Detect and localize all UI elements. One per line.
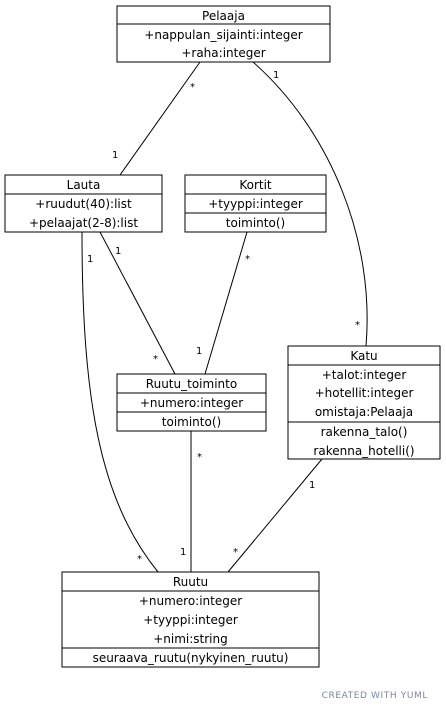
attribute: omistaja:Pelaaja — [315, 405, 413, 419]
class-name: Ruutu — [173, 575, 208, 589]
class-katu: Katu +talot:integer +hotellit:integer om… — [287, 345, 441, 460]
mult-pelaaja-lauta-from: * — [190, 82, 195, 93]
attribute: +ruudut(40):list — [35, 197, 132, 211]
mult-lauta-ruutu-toiminto-from: 1 — [115, 246, 121, 257]
class-name: Ruutu_toiminto — [146, 377, 237, 391]
attribute: +nimi:string — [153, 632, 228, 646]
mult-pelaaja-katu-to: * — [355, 320, 360, 331]
class-lauta: Lauta +ruudut(40):list +pelaajat(2-8):li… — [4, 174, 163, 233]
edge-pelaaja-katu — [252, 61, 368, 347]
class-name: Lauta — [67, 178, 101, 192]
mult-kortit-ruutu-toiminto-from: * — [245, 254, 250, 265]
class-kortit: Kortit +tyyppi:integer toiminto() — [184, 174, 327, 233]
class-ruutu: Ruutu +numero:integer +tyyppi:integer +n… — [61, 571, 320, 668]
attribute: +numero:integer — [139, 594, 242, 608]
class-pelaaja: Pelaaja +nappulan_sijainti:integer +raha… — [116, 5, 331, 63]
attribute: +numero:integer — [140, 396, 243, 410]
mult-katu-ruutu-to: * — [233, 547, 238, 558]
edge-kortit-ruutu-toiminto — [204, 231, 248, 375]
mult-lauta-ruutu-toiminto-to: * — [153, 354, 158, 365]
method: rakenna_talo() — [321, 425, 408, 439]
mult-ruutu-toiminto-ruutu-from: * — [197, 452, 202, 463]
class-name: Pelaaja — [202, 9, 245, 23]
mult-kortit-ruutu-toiminto-to: 1 — [196, 346, 202, 357]
edge-lauta-ruutu — [81, 231, 159, 573]
class-name: Kortit — [239, 178, 272, 192]
attribute: +raha:integer — [181, 46, 265, 60]
class-ruutu-toiminto: Ruutu_toiminto +numero:integer toiminto(… — [116, 373, 267, 432]
mult-lauta-ruutu-from: 1 — [87, 254, 93, 265]
method: seuraava_ruutu(nykyinen_ruutu) — [93, 651, 289, 665]
mult-pelaaja-lauta-to: 1 — [112, 150, 118, 161]
class-box — [116, 373, 267, 432]
edge-pelaaja-lauta — [119, 61, 201, 176]
mult-lauta-ruutu-to: * — [137, 554, 142, 565]
method: rakenna_hotelli() — [313, 444, 414, 458]
edge-katu-ruutu — [227, 458, 323, 573]
class-name: Katu — [350, 349, 377, 363]
multiplicities: * 1 1 * 1 * 1 * * 1 * 1 1 * — [87, 70, 360, 565]
class-box — [184, 174, 327, 233]
edge-lauta-ruutu-toiminto — [99, 231, 176, 375]
class-box — [116, 5, 331, 63]
mult-ruutu-toiminto-ruutu-to: 1 — [180, 547, 186, 558]
associations — [81, 61, 368, 573]
attribute: +tyyppi:integer — [208, 197, 303, 211]
class-box — [4, 174, 163, 233]
created-with-credit: CREATED WITH YUML — [322, 691, 428, 701]
attribute: +nappulan_sijainti:integer — [144, 28, 302, 42]
mult-katu-ruutu-from: 1 — [309, 480, 315, 491]
mult-pelaaja-katu-from: 1 — [273, 70, 279, 81]
attribute: +hotellit:integer — [315, 386, 414, 400]
attribute: +talot:integer — [322, 368, 407, 382]
attribute: +tyyppi:integer — [143, 613, 238, 627]
method: toiminto() — [226, 216, 285, 230]
method: toiminto() — [162, 415, 221, 429]
class-box — [61, 571, 320, 668]
attribute: +pelaajat(2-8):list — [29, 216, 138, 230]
